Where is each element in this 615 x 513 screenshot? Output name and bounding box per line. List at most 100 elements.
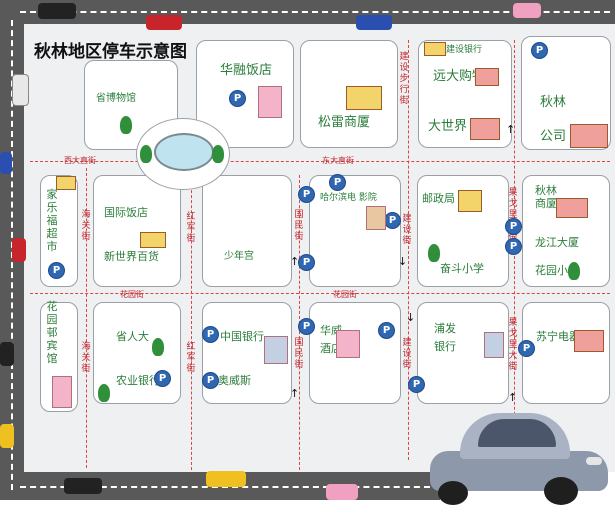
block-qiulin-shangsha — [522, 175, 610, 287]
street-label-haiguan-top: 海关街 — [81, 210, 91, 242]
ring-road-marking-bottom — [20, 486, 430, 488]
fountain-icon — [154, 133, 214, 171]
arrow-up-icon: ↑ — [506, 123, 516, 136]
street-label-huayuan-west: 花园街 — [120, 290, 144, 299]
arrow-down-icon: ↓ — [398, 255, 408, 268]
block-suning — [522, 302, 610, 404]
parking-icon[interactable]: P — [384, 212, 401, 229]
place-label-pufa: 浦发银行 — [434, 322, 456, 353]
street-label-jianshe-bottom: 建设街 — [402, 338, 412, 370]
place-label-jiansheyinhang: 建设银行 — [446, 45, 483, 55]
billboard-icon — [424, 42, 446, 56]
block-guoji — [93, 175, 181, 287]
tree-icon — [568, 262, 580, 280]
tree-icon — [428, 244, 440, 262]
car-icon — [12, 238, 26, 262]
parking-icon[interactable]: P — [298, 254, 315, 271]
parking-icon[interactable]: P — [154, 370, 171, 387]
place-label-shengrenda: 省人大 — [116, 330, 149, 343]
haiguan-street-line — [86, 168, 87, 468]
place-label-qiulin-company: 秋林公司 — [540, 95, 567, 144]
parking-icon[interactable]: P — [518, 340, 535, 357]
place-label-qiulin-shangsha: 秋林商厦 — [535, 184, 557, 210]
billboard-icon — [140, 232, 166, 248]
block-cinema — [309, 175, 401, 287]
place-label-guoji: 国际饭店 — [104, 206, 148, 219]
parking-icon[interactable]: P — [202, 372, 219, 389]
street-label-xidazhi: 西大直街 — [64, 156, 96, 165]
parking-icon[interactable]: P — [229, 90, 246, 107]
car-icon — [146, 15, 182, 30]
map-title: 秋林地区停车示意图 — [34, 42, 187, 62]
parking-icon[interactable]: P — [329, 174, 346, 191]
arrow-down-icon: ↓ — [406, 311, 416, 324]
car-icon — [0, 152, 12, 174]
street-label-hongjun-top: 红军街 — [186, 212, 196, 244]
place-label-youzhengju: 邮政局 — [422, 192, 455, 205]
car-icon — [38, 3, 76, 19]
car-icon — [513, 3, 541, 18]
street-label-haiguan-bottom: 海关街 — [81, 342, 91, 374]
arrow-up-icon: ↑ — [290, 387, 300, 400]
building-icon — [264, 336, 288, 364]
parking-icon[interactable]: P — [378, 322, 395, 339]
street-label-huayuan-east: 花园街 — [333, 290, 357, 299]
arrow-up-icon: ↑ — [290, 255, 300, 268]
street-label-guomin-top: 国民街 — [294, 210, 304, 242]
place-label-fendou: 奋斗小学 — [440, 262, 484, 275]
place-label-songlei: 松雷商厦 — [318, 115, 371, 130]
place-label-longjiang: 龙江大厦 — [535, 236, 579, 249]
huayuan-street-line — [30, 293, 610, 294]
building-icon — [258, 86, 282, 118]
billboard-icon — [570, 124, 608, 148]
place-label-xinshijie: 新世界百货 — [104, 250, 159, 263]
car-icon — [326, 484, 358, 500]
dazhi-street-line — [30, 161, 610, 162]
tree-icon — [212, 145, 224, 163]
parking-icon[interactable]: P — [298, 318, 315, 335]
billboard-icon — [475, 68, 499, 86]
parking-icon[interactable]: P — [505, 218, 522, 235]
place-label-aoweisi: 奥威斯 — [218, 374, 251, 387]
building-icon — [52, 376, 72, 408]
building-icon — [366, 206, 386, 230]
street-label-jianshe-walk: 建设步行街 — [399, 52, 409, 106]
place-label-huarong: 华融饭店 — [220, 63, 273, 78]
hongjun-street-line — [191, 175, 192, 470]
billboard-icon — [556, 198, 588, 218]
street-label-hongjun-bottom: 红军街 — [186, 342, 196, 374]
place-label-museum: 省博物馆 — [96, 93, 136, 104]
billboard-icon — [458, 190, 482, 212]
billboard-icon — [346, 86, 382, 110]
parking-icon[interactable]: P — [298, 186, 315, 203]
car-icon — [0, 424, 14, 448]
place-label-jiale: 家乐福超市 — [46, 188, 58, 253]
car-icon — [64, 478, 102, 494]
tree-icon — [120, 116, 132, 134]
place-label-shaoniangong: 少年宫 — [224, 251, 254, 262]
car-icon — [420, 405, 612, 507]
jianshe-street-line — [408, 40, 409, 460]
parking-icon[interactable]: P — [202, 326, 219, 343]
car-icon — [12, 74, 29, 106]
tree-icon — [140, 145, 152, 163]
car-icon — [0, 342, 14, 366]
building-icon — [336, 330, 360, 358]
street-label-guogeli-bottom: 果戈里大街 — [508, 318, 518, 372]
place-label-yuanda: 远大购物 — [433, 69, 486, 84]
car-icon — [356, 15, 392, 30]
place-label-huayuan-youbin: 花园邨宾馆 — [46, 300, 58, 365]
parking-icon[interactable]: P — [531, 42, 548, 59]
parking-icon[interactable]: P — [48, 262, 65, 279]
parking-icon[interactable]: P — [505, 238, 522, 255]
street-label-guomin-bottom: 国民街 — [294, 338, 304, 370]
place-label-dashijie: 大世界 — [428, 119, 468, 134]
street-label-dongdazhi: 东大直街 — [322, 156, 354, 165]
street-label-jianshe-top: 建设街 — [402, 214, 412, 246]
tree-icon — [98, 384, 110, 402]
billboard-icon — [574, 330, 604, 352]
parking-icon[interactable]: P — [408, 376, 425, 393]
place-label-zhongguoyinhang: 中国银行 — [220, 330, 264, 343]
block-shaoniangong — [202, 175, 292, 287]
